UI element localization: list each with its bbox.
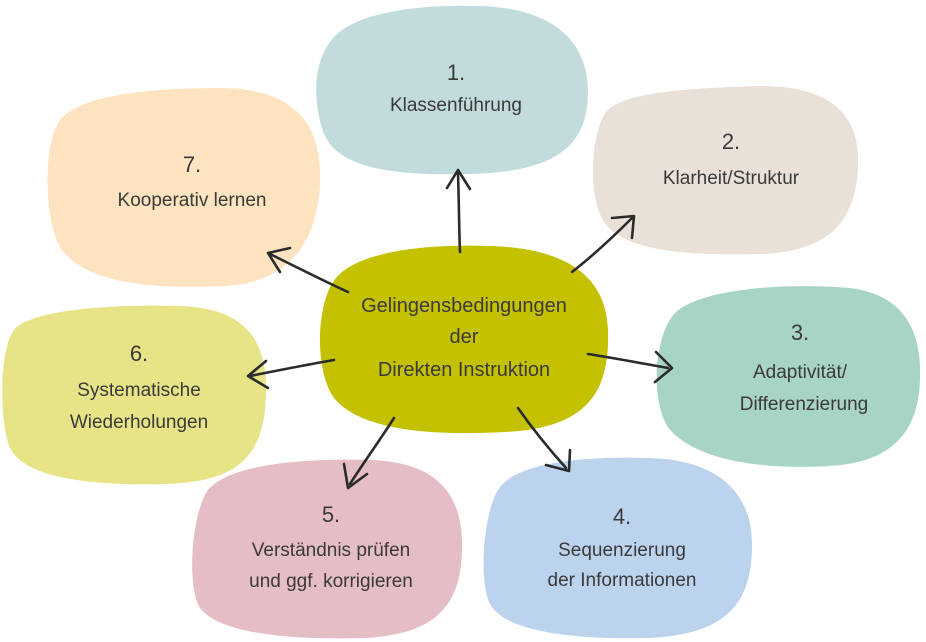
node-6-blob [2,305,267,485]
arrow-to-node-6 [246,358,336,390]
node-3-blob [656,286,921,467]
node-5-blob [192,459,462,639]
node-1-klassenfuehrung: 1. Klassenführung [316,5,588,175]
node-5-label-line1: Verständnis prüfen [252,540,410,561]
center-blob [319,245,609,434]
node-3-number: 3. [791,320,809,345]
center-title-line1: Gelingensbedingungen [361,295,567,317]
node-2-klarheit-struktur: 2. Klarheit/Struktur [592,86,858,255]
node-6-wiederholungen: 6. Systematische Wiederholungen [2,305,267,485]
node-1-label: Klassenführung [390,95,522,116]
node-7-blob [47,88,320,287]
arrow-to-node-5 [342,416,396,490]
node-3-adaptivitaet: 3. Adaptivität/ Differenzierung [656,286,921,467]
arrow-to-node-4 [516,406,572,473]
node-4-label-line2: der Informationen [548,570,697,591]
node-1-blob [316,5,588,175]
arrow-to-node-7 [266,246,350,294]
node-5-label-line2: und ggf. korrigieren [249,571,413,592]
arrow-to-node-3 [586,350,674,384]
center-node: Gelingensbedingungen der Direkten Instru… [319,245,609,434]
node-1-number: 1. [447,60,465,85]
node-5-number: 5. [322,502,340,527]
node-2-number: 2. [722,129,740,154]
node-6-number: 6. [130,341,148,366]
node-5-verstaendnis: 5. Verständnis prüfen und ggf. korrigier… [192,459,462,639]
node-6-label-line1: Systematische [77,380,201,401]
node-4-sequenzierung: 4. Sequenzierung der Informationen [483,457,752,639]
node-2-blob [592,86,858,255]
center-title-line2: der [450,326,479,348]
arrows [246,168,674,490]
node-2-label: Klarheit/Struktur [663,168,800,189]
node-4-blob [483,457,752,639]
node-4-number: 4. [613,504,631,529]
node-3-label-line2: Differenzierung [740,394,869,415]
arrow-to-node-2 [570,214,636,274]
node-7-label: Kooperativ lernen [118,190,267,211]
node-7-kooperativ: 7. Kooperativ lernen [47,88,320,287]
node-4-label-line1: Sequenzierung [558,540,686,561]
center-title-line3: Direkten Instruktion [378,359,550,381]
node-7-number: 7. [183,152,201,177]
node-6-label-line2: Wiederholungen [70,412,208,433]
node-3-label-line1: Adaptivität/ [753,362,848,383]
arrow-to-node-1 [445,168,472,254]
